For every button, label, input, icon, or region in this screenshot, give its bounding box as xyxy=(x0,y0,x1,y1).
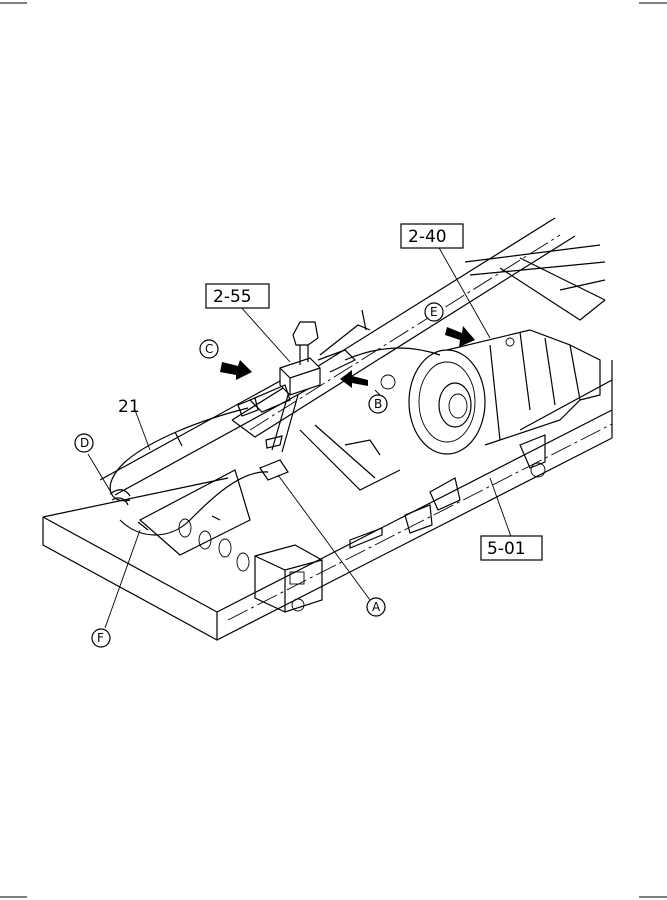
callout-E-text: E xyxy=(430,305,438,319)
shift-lever-assembly xyxy=(237,309,371,481)
arrow-B xyxy=(340,370,368,388)
callout-C-text: C xyxy=(205,342,213,356)
callout-C: C xyxy=(199,339,219,359)
ref-box-5-01: 5-01 xyxy=(480,535,543,561)
callout-F: F xyxy=(91,628,111,648)
callout-D: D xyxy=(74,433,94,453)
callout-F-text: F xyxy=(97,631,104,645)
chassis-frame xyxy=(42,217,613,642)
arrow-C xyxy=(220,360,252,380)
arrow-E xyxy=(445,326,475,347)
transmission xyxy=(380,329,601,455)
ref-2-40-text: 2-40 xyxy=(408,227,447,247)
callout-A: A xyxy=(366,597,386,617)
ref-box-2-55: 2-55 xyxy=(205,283,270,309)
leader-lines xyxy=(87,245,515,629)
view-arrows xyxy=(220,326,475,388)
callout-D-text: D xyxy=(80,436,89,450)
callout-B-text: B xyxy=(374,397,382,411)
callout-E: E xyxy=(424,302,444,322)
shift-cable xyxy=(109,347,441,536)
callout-A-text: A xyxy=(372,600,381,614)
ref-2-55-text: 2-55 xyxy=(213,287,252,307)
ref-box-2-40: 2-40 xyxy=(400,223,464,249)
part-number-21: 21 xyxy=(118,397,140,417)
ref-5-01-text: 5-01 xyxy=(487,539,526,559)
callout-B: B xyxy=(368,394,388,414)
